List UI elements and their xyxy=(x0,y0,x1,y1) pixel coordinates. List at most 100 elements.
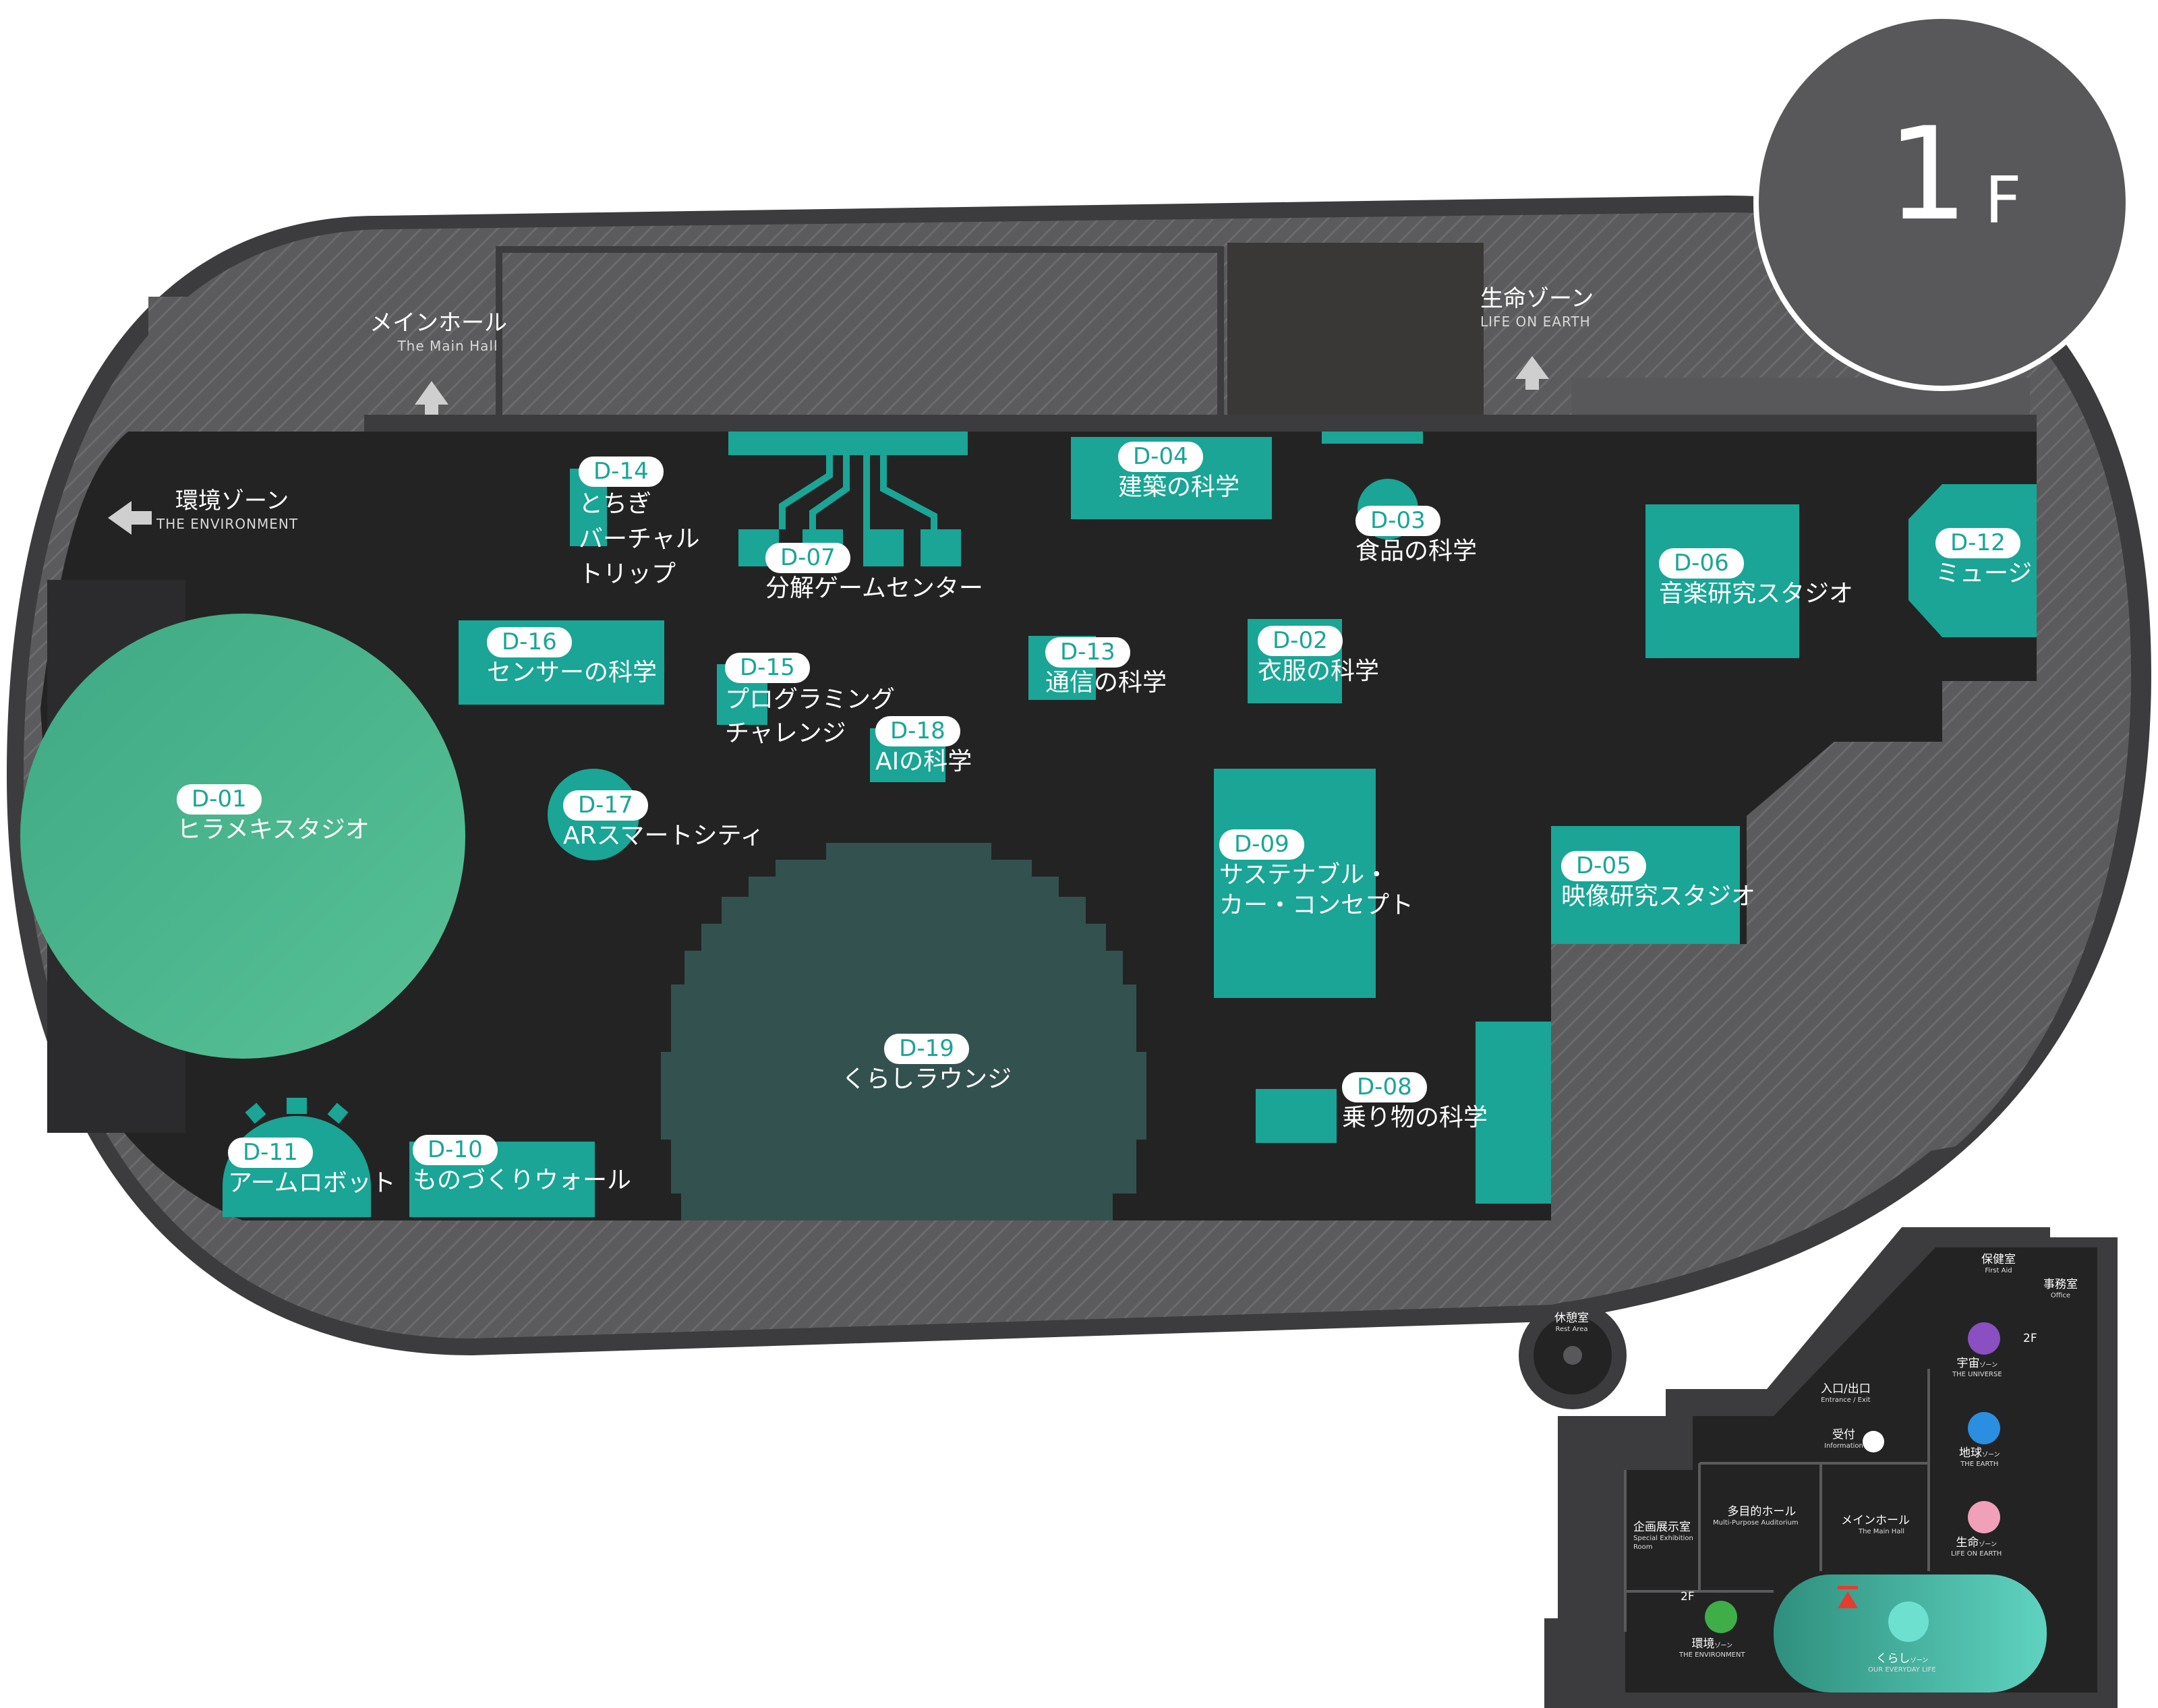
exhibit-d19-shape xyxy=(661,843,1146,1220)
zone-main-hall-en: The Main Hall xyxy=(397,337,498,354)
exhibit-code: D-15 xyxy=(725,653,810,683)
mini-label-suffix: ゾーン xyxy=(1979,1541,1997,1548)
mini-label-ja: 休憩室 xyxy=(1554,1312,1589,1325)
exhibit-d11[interactable]: D-11 アームロボット xyxy=(228,1138,396,1198)
exhibit-d01[interactable]: D-01 ヒラメキスタジオ xyxy=(177,784,370,845)
exhibit-top-small xyxy=(1322,432,1423,444)
mini-map xyxy=(1519,1227,2118,1708)
mini-label-en: THE UNIVERSE xyxy=(1952,1371,2002,1379)
zone-environment[interactable]: 環境ゾーン THE ENVIRONMENT xyxy=(156,487,298,533)
mini-environment: 環境ゾーン THE ENVIRONMENT xyxy=(1679,1637,1745,1660)
mini-label-suffix: ゾーン xyxy=(1910,1657,1929,1664)
exhibit-d10[interactable]: D-10 ものづくりウォール xyxy=(413,1135,631,1196)
exhibit-name: 食品の科学 xyxy=(1355,537,1478,565)
exhibit-name: ものづくりウォール xyxy=(413,1166,632,1194)
exhibit-code: D-08 xyxy=(1342,1072,1427,1102)
exhibit-d16[interactable]: D-16 センサーの科学 xyxy=(487,627,657,688)
mini-stairs-right: 2F xyxy=(2023,1332,2037,1346)
exhibit-d01-shape xyxy=(20,614,465,1059)
mini-label-ja: メインホール xyxy=(1841,1514,1910,1527)
exhibit-name: ミュージ xyxy=(1935,559,2033,587)
mini-earth-icon xyxy=(1968,1412,2000,1444)
mini-first-aid: 保健室 First Aid xyxy=(1981,1253,2016,1276)
mini-label-en: Special Exhibition Room xyxy=(1633,1535,1693,1551)
exhibit-d12-shape xyxy=(1908,484,2037,637)
exhibit-name-line2: バーチャル xyxy=(579,525,700,553)
exhibit-name: 乗り物の科学 xyxy=(1342,1103,1488,1131)
exhibit-name: 音楽研究スタジオ xyxy=(1659,579,1854,608)
top-dark-room xyxy=(1227,243,1484,421)
zone-main-hall[interactable]: メインホール The Main Hall xyxy=(370,309,507,355)
zone-life[interactable]: 生命ゾーン LIFE ON EARTH xyxy=(1480,285,1594,330)
exhibit-name: アームロボット xyxy=(228,1169,396,1197)
exhibit-d13[interactable]: D-13 通信の科学 xyxy=(1045,637,1167,698)
exhibit-d14[interactable]: D-14 とちぎ バーチャル トリップ xyxy=(579,457,700,592)
arrow-up-life-zone-icon xyxy=(1515,356,1549,390)
exhibit-name: ARスマートシティ xyxy=(563,821,765,850)
mini-label-ja: 受付 xyxy=(1832,1428,1855,1442)
exhibit-code: D-05 xyxy=(1561,851,1646,881)
exhibit-d05[interactable]: D-05 映像研究スタジオ xyxy=(1561,851,1755,912)
exhibit-name-line2: チャレンジ xyxy=(725,719,846,748)
exhibit-d06[interactable]: D-06 音楽研究スタジオ xyxy=(1659,548,1853,609)
exhibit-d15[interactable]: D-15 プログラミング チャレンジ xyxy=(725,653,895,751)
mini-stairs-label: 2F xyxy=(1681,1590,1695,1603)
exhibit-name: ヒラメキスタジオ xyxy=(177,815,370,844)
exhibit-d08-shape xyxy=(1256,1089,1337,1143)
mini-special-exhibition: 企画展示室 Special Exhibition Room xyxy=(1633,1521,1694,1552)
exhibit-d11-knobs xyxy=(245,1098,349,1124)
mini-label-en: Multi-Purpose Auditorium xyxy=(1713,1519,1799,1527)
exhibit-name: 分解ゲームセンター xyxy=(765,574,983,602)
mini-information-icon xyxy=(1863,1431,1884,1452)
mini-stairs-label: 2F xyxy=(2023,1332,2037,1345)
exhibit-name: くらしラウンジ xyxy=(842,1065,1012,1093)
exhibit-d04[interactable]: D-04 建築の科学 xyxy=(1118,442,1240,502)
exhibit-code: D-04 xyxy=(1118,442,1203,472)
mini-universe-icon xyxy=(1968,1322,2000,1355)
mini-label-ja: 地球 xyxy=(1959,1446,1982,1460)
mini-label-ja: 企画展示室 xyxy=(1633,1521,1691,1534)
mini-label-ja: 事務室 xyxy=(2043,1278,2078,1291)
exhibit-code: D-18 xyxy=(875,716,960,746)
exhibit-d18[interactable]: D-18 AIの科学 xyxy=(875,716,972,777)
mini-current-location-icon xyxy=(1838,1591,1858,1608)
top-mid-hatch xyxy=(496,246,1224,428)
exhibit-name-line3: トリップ xyxy=(579,560,676,589)
exhibit-d09[interactable]: D-09 サステナブル・ カー・コンセプト xyxy=(1219,829,1413,920)
exhibit-d03[interactable]: D-03 食品の科学 xyxy=(1355,506,1477,566)
exhibit-name: 衣服の科学 xyxy=(1258,657,1380,685)
mini-label-en: Entrance / Exit xyxy=(1821,1396,1871,1405)
exhibit-d07[interactable]: D-07 分解ゲームセンター xyxy=(765,543,983,603)
exhibit-code: D-02 xyxy=(1258,626,1343,656)
mini-entrance: 入口/出口 Entrance / Exit xyxy=(1821,1382,1871,1405)
exhibit-name: AIの科学 xyxy=(875,747,972,775)
top-strip xyxy=(364,415,2037,432)
exhibit-name: 建築の科学 xyxy=(1118,473,1240,501)
exhibit-d02[interactable]: D-02 衣服の科学 xyxy=(1258,626,1379,686)
top-left-hatch xyxy=(148,297,364,425)
exhibit-d12[interactable]: D-12 ミュージ xyxy=(1935,528,2032,589)
mini-label-en: THE ENVIRONMENT xyxy=(1679,1651,1745,1659)
right-hatch xyxy=(1551,472,2131,1220)
mini-label-ja: 生命 xyxy=(1956,1536,1979,1550)
mini-label-suffix: ゾーン xyxy=(1979,1362,1998,1369)
mini-label-en: OUR EVERYDAY LIFE xyxy=(1868,1666,1936,1674)
exhibit-name-line2: カー・コンセプト xyxy=(1219,891,1414,919)
exhibit-d05-shape xyxy=(1551,826,1740,944)
zone-main-hall-ja: メインホール xyxy=(370,310,507,336)
floor-suffix: F xyxy=(1985,164,2022,238)
zone-environment-ja: 環境ゾーン xyxy=(175,488,289,514)
exhibit-d19[interactable]: D-19 くらしラウンジ xyxy=(842,1034,1012,1094)
exhibit-name: サステナブル・ xyxy=(1219,860,1389,889)
mini-label-ja: 環境 xyxy=(1691,1637,1715,1651)
exhibit-d09-shape xyxy=(1214,769,1376,998)
exhibit-d17[interactable]: D-17 ARスマートシティ xyxy=(563,790,764,851)
mini-office: 事務室 Office xyxy=(2043,1278,2078,1301)
mini-information: 受付 Information xyxy=(1824,1428,1863,1451)
mini-stairs-left: 2F xyxy=(1681,1590,1695,1604)
exhibit-name: センサーの科学 xyxy=(487,658,658,686)
mini-label-en: LIFE ON EARTH xyxy=(1951,1550,2002,1558)
exhibit-d08[interactable]: D-08 乗り物の科学 xyxy=(1342,1072,1488,1133)
exhibit-code: D-16 xyxy=(487,627,572,657)
